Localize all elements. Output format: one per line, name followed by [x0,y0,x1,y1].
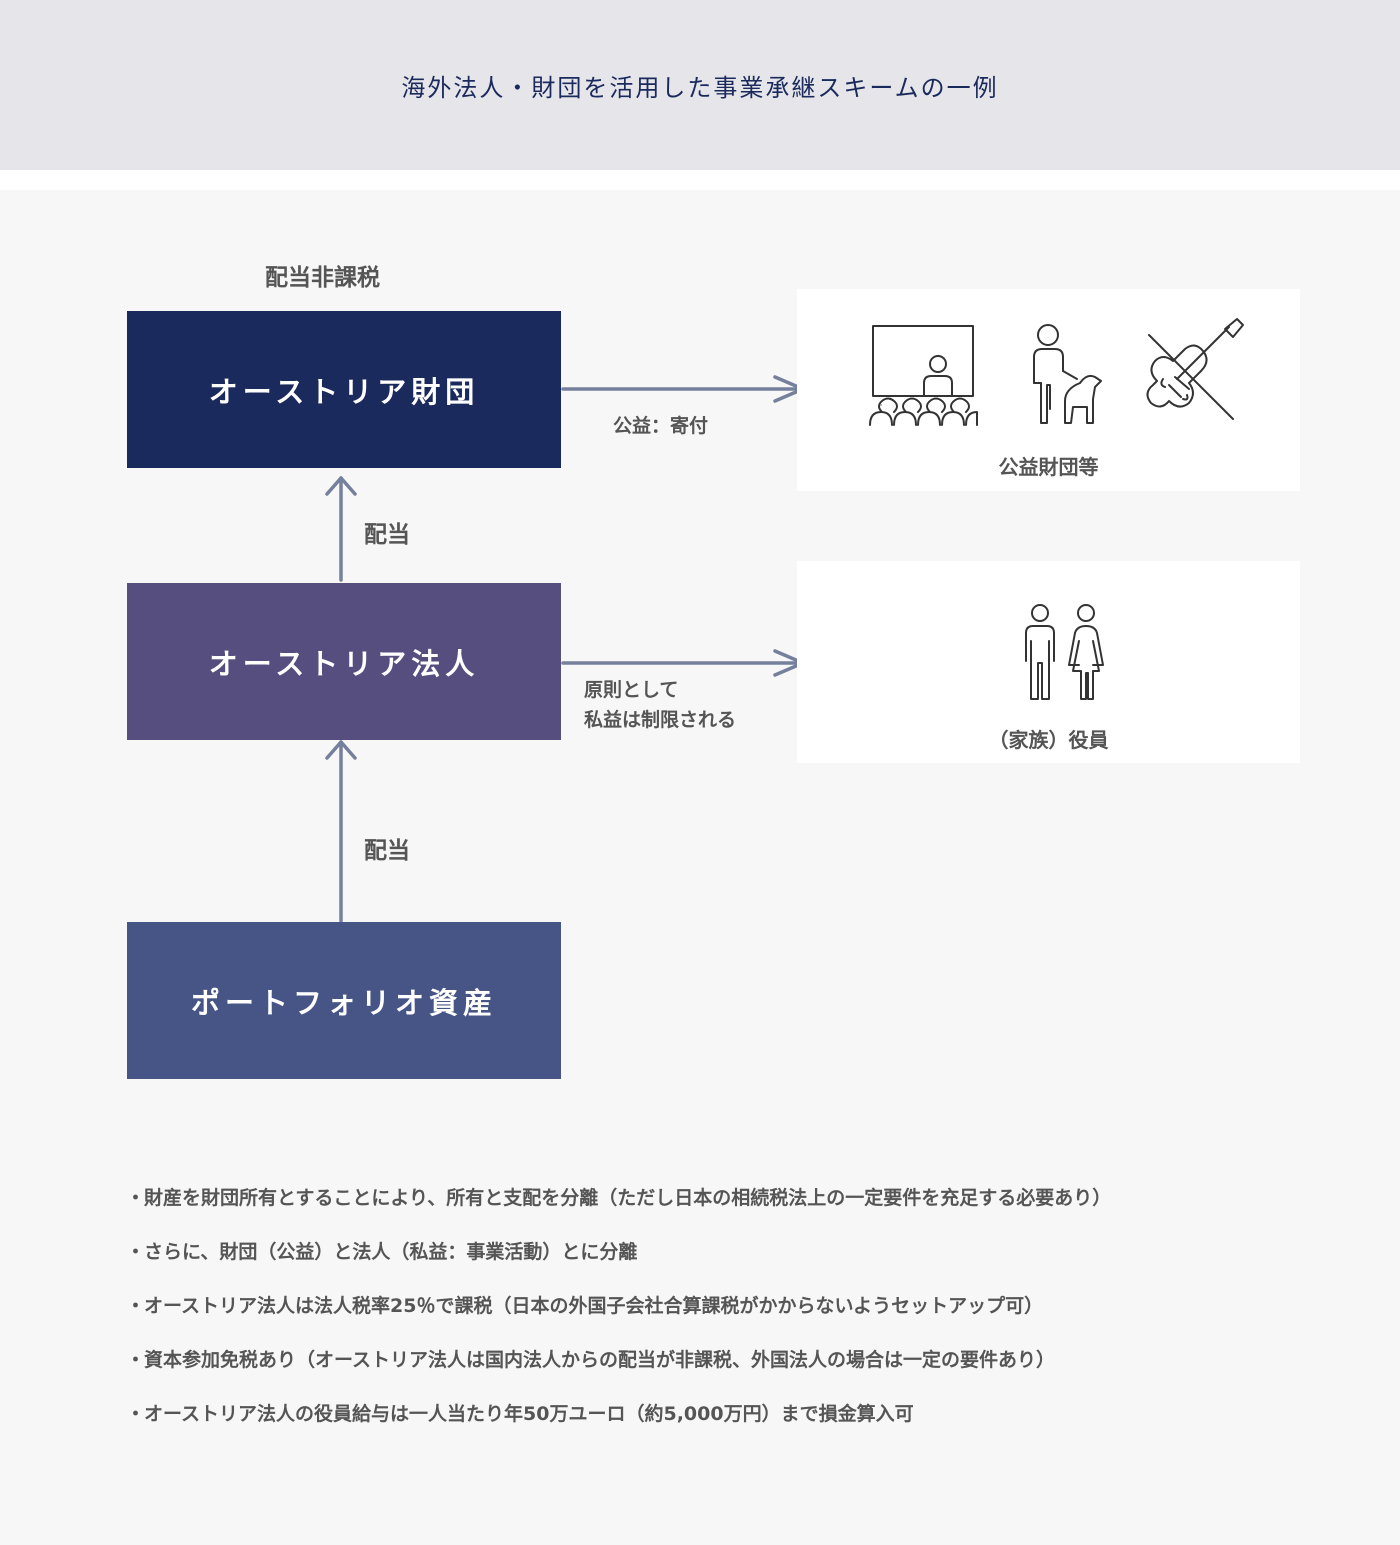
note-item: ・財産を財団所有とすることにより、所有と支配を分離（ただし日本の相続税法上の一定… [126,1182,1111,1236]
public-foundation-panel: 公益財団等 [797,289,1300,491]
note-item: ・オーストリア法人は法人税率25％で課税（日本の外国子会社合算課税がかからないよ… [126,1290,1111,1344]
portfolio-assets-box: ポートフォリオ資産 [127,922,561,1079]
people-icons [1025,604,1104,700]
note-text: さらに、財団（公益）と法人（私益：事業活動）とに分離 [144,1241,638,1263]
note-item: ・資本参加免税あり（オーストリア法人は国内法人からの配当が非課税、外国法人の場合… [126,1344,1111,1398]
guide-dog-person-icon [1033,324,1102,424]
header-band: 海外法人・財団を活用した事業承継スキームの一例 [0,0,1400,170]
austria-corporation-box: オーストリア法人 [127,583,561,740]
bullet: ・ [126,1241,146,1263]
violin-icon [1146,318,1244,420]
private-benefit-line1: 原則として [584,679,679,701]
corporation-box-label: オーストリア法人 [208,646,480,681]
page-title: 海外法人・財団を活用した事業承継スキームの一例 [401,74,999,102]
bullet: ・ [126,1349,146,1371]
foundation-box-label: オーストリア財団 [208,374,480,409]
public-panel-caption: 公益財団等 [998,455,1099,479]
man-icon [1025,604,1055,700]
note-text: オーストリア法人は法人税率25％で課税（日本の外国子会社合算課税がかからないよう… [144,1295,1044,1317]
note-text: オーストリア法人の役員給与は一人当たり年50万ユーロ（約5,000万円）まで損金… [144,1403,914,1425]
family-officers-panel: （家族）役員 [797,561,1300,763]
dividend-tax-free-label: 配当非課税 [265,265,380,291]
divider-strip [0,170,1400,190]
donation-label: 公益：寄付 [613,415,709,437]
bullet: ・ [126,1403,146,1425]
family-panel-caption: （家族）役員 [988,728,1109,752]
austria-foundation-box: オーストリア財団 [127,311,561,468]
note-text: 財産を財団所有とすることにより、所有と支配を分離（ただし日本の相続税法上の一定要… [144,1187,1112,1209]
woman-icon [1068,604,1104,700]
note-text: 資本参加免税あり（オーストリア法人は国内法人からの配当が非課税、外国法人の場合は… [144,1349,1056,1371]
private-benefit-line2: 私益は制限される [584,709,737,731]
note-item: ・オーストリア法人の役員給与は一人当たり年50万ユーロ（約5,000万円）まで損… [126,1398,1111,1452]
assets-box-label: ポートフォリオ資産 [190,985,497,1020]
bullet: ・ [126,1295,146,1317]
public-icons [869,318,1244,426]
note-item: ・さらに、財団（公益）と法人（私益：事業活動）とに分離 [126,1236,1111,1290]
dividend-label-upper: 配当 [364,522,410,548]
lecture-icon [869,325,978,426]
notes-list: ・財産を財団所有とすることにより、所有と支配を分離（ただし日本の相続税法上の一定… [126,1182,1111,1452]
bullet: ・ [126,1187,146,1209]
dividend-label-lower: 配当 [364,838,410,864]
